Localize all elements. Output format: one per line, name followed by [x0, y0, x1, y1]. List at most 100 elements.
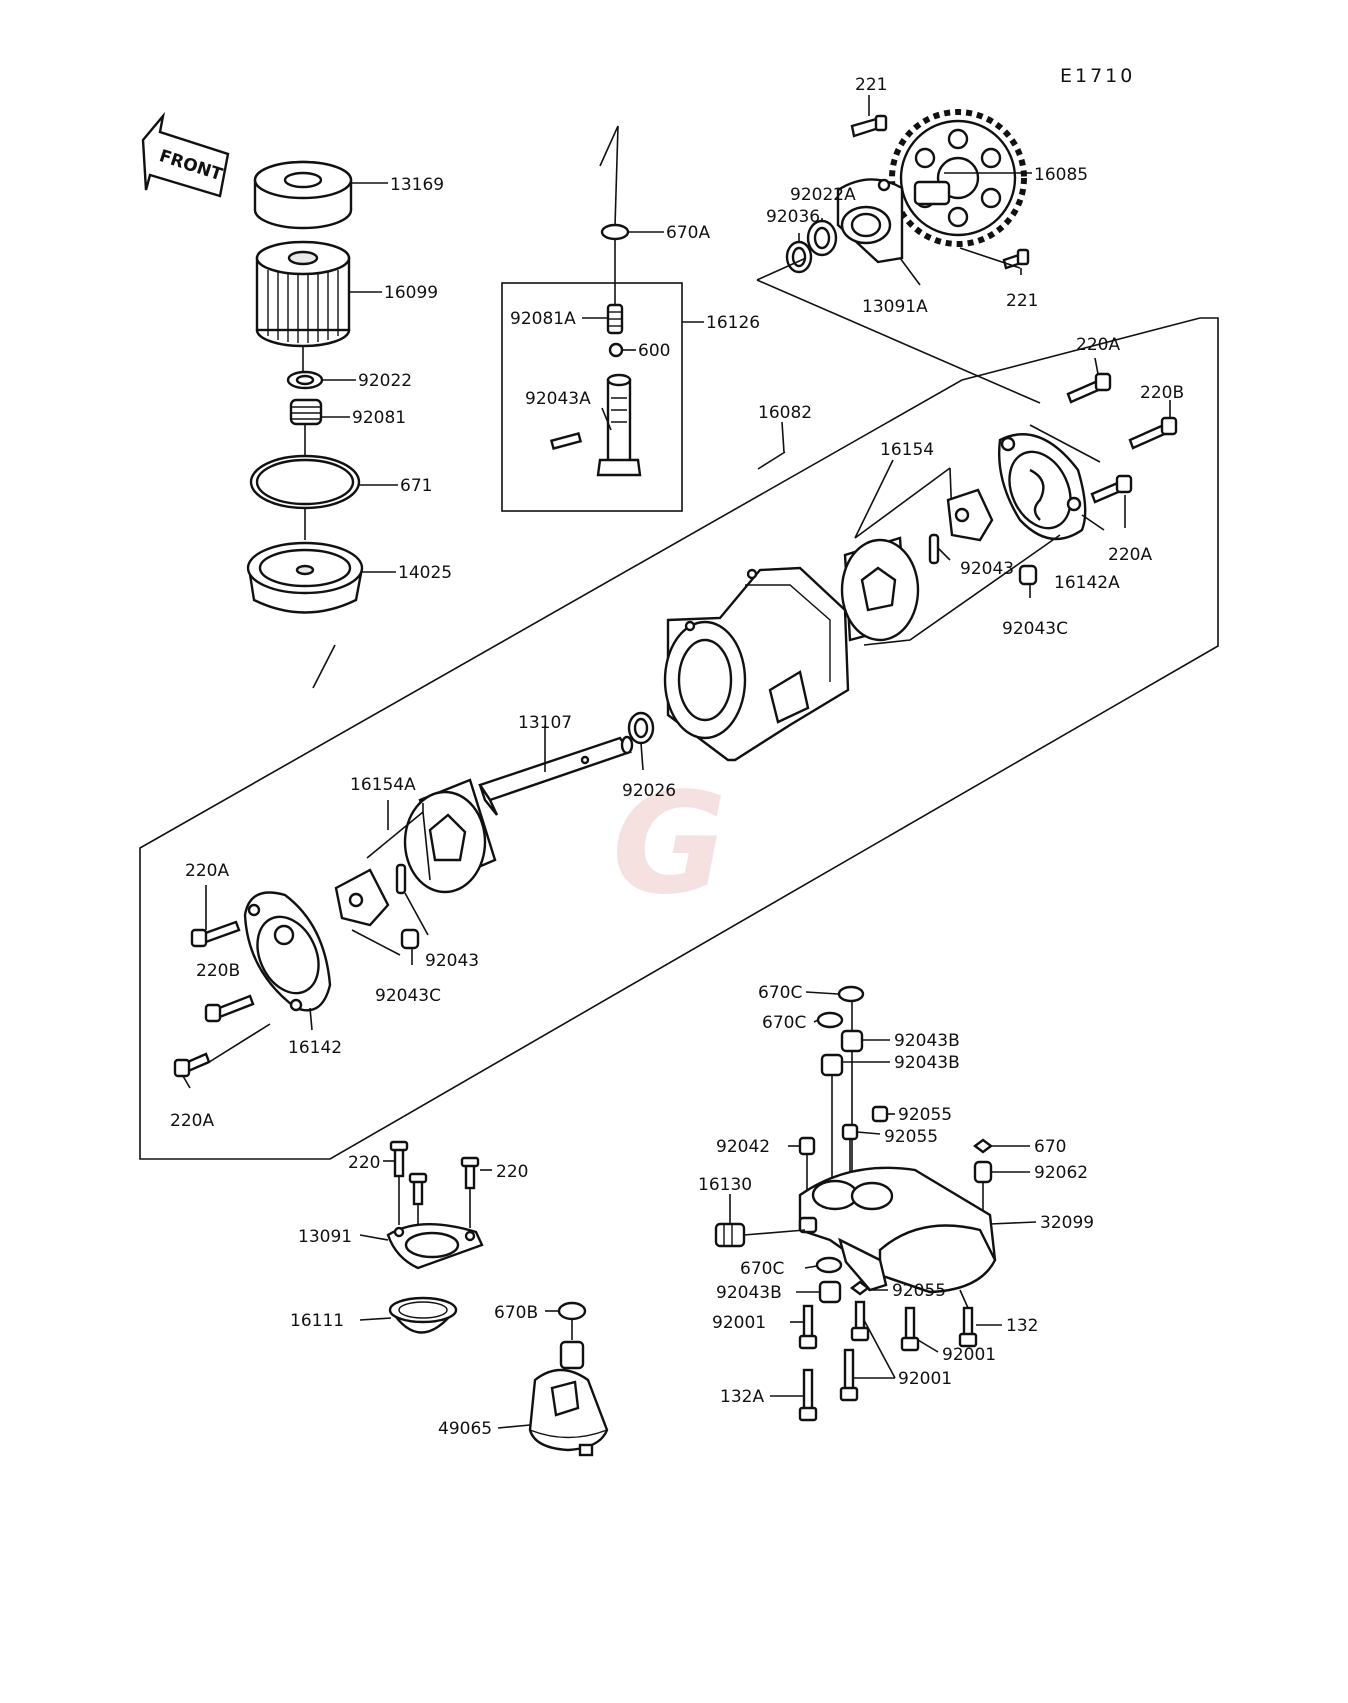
- part-92043-pin-left: [395, 863, 407, 895]
- label-92062: 92062: [1034, 1163, 1088, 1183]
- label-92001-2: 92001: [942, 1345, 996, 1365]
- part-92042-plug: [798, 1136, 816, 1156]
- front-arrow-icon: FRONT: [141, 111, 230, 198]
- part-92043C-dowel-left: [400, 928, 420, 950]
- label-221-bottom: 221: [1006, 291, 1038, 311]
- label-13091: 13091: [298, 1227, 352, 1247]
- label-92043B-3: 92043B: [716, 1283, 782, 1303]
- label-670: 670: [1034, 1137, 1066, 1157]
- part-labels: 13169 16099 92022 92081 671 14025 670A 9…: [170, 75, 1184, 1439]
- label-92043-top: 92043: [960, 559, 1014, 579]
- label-220A-top: 220A: [1076, 335, 1120, 355]
- part-16154-inner-rotor: [946, 488, 994, 542]
- label-13091A: 13091A: [862, 297, 928, 317]
- part-92043-pin-right: [928, 533, 940, 565]
- part-92062-dowel: [973, 1160, 993, 1184]
- label-92022A: 92022A: [790, 185, 856, 205]
- part-49065-oil-pan-fitting: [528, 1340, 609, 1457]
- part-221-screw-bottom: [1002, 248, 1030, 270]
- label-14025: 14025: [398, 563, 452, 583]
- label-600: 600: [638, 341, 670, 361]
- part-132-bolt: [958, 1306, 978, 1348]
- label-92081: 92081: [352, 408, 406, 428]
- part-92081A-spring: [606, 303, 624, 335]
- label-670B: 670B: [494, 1303, 538, 1323]
- svg-text:G: G: [612, 763, 727, 926]
- label-132: 132: [1006, 1316, 1038, 1336]
- part-220-screw-right: [460, 1156, 480, 1190]
- part-220-screw-left: [389, 1140, 409, 1178]
- label-92081A: 92081A: [510, 309, 576, 329]
- label-670C-2: 670C: [762, 1013, 806, 1033]
- part-670-ring: [973, 1138, 993, 1154]
- label-670C-3: 670C: [740, 1259, 784, 1279]
- part-670C-ring-3: [815, 1256, 843, 1274]
- part-92043B-dowel-3: [818, 1280, 842, 1304]
- label-16082: 16082: [758, 403, 812, 423]
- part-13091-strainer-bracket: [386, 1223, 484, 1270]
- part-relief-valve-body: [596, 373, 642, 477]
- label-220-right: 220: [496, 1162, 528, 1182]
- part-14025-filter-cover: [246, 541, 364, 614]
- part-670C-ring-1: [837, 985, 865, 1003]
- part-220A-bolt-right: [1090, 474, 1133, 504]
- watermark-logo: G: [612, 763, 727, 926]
- part-600-ball: [608, 342, 624, 358]
- label-92043B-1: 92043B: [894, 1031, 960, 1051]
- part-221-screw-top: [850, 95, 888, 138]
- group-16082-outline: [139, 317, 1219, 1160]
- label-13169: 13169: [390, 175, 444, 195]
- part-92026-washer: [627, 711, 655, 745]
- label-92026: 92026: [622, 781, 676, 801]
- label-92042: 92042: [716, 1137, 770, 1157]
- label-32099: 32099: [1040, 1213, 1094, 1233]
- label-16126: 16126: [706, 313, 760, 333]
- label-92001-3: 92001: [898, 1369, 952, 1389]
- part-16111-strainer: [388, 1296, 458, 1334]
- label-16142A: 16142A: [1054, 573, 1120, 593]
- part-13091A-bracket: [836, 178, 904, 264]
- label-16099: 16099: [384, 283, 438, 303]
- label-220A-bottom: 220A: [170, 1111, 214, 1131]
- diagram-code: E1710: [1060, 65, 1135, 87]
- label-92043C-left: 92043C: [375, 986, 441, 1006]
- label-16085: 16085: [1034, 165, 1088, 185]
- part-670B-ring: [557, 1301, 587, 1321]
- part-16142-cover: [243, 891, 332, 1012]
- part-16099-oil-filter: [255, 240, 351, 348]
- label-16154: 16154: [880, 440, 934, 460]
- part-92001-bolt-1: [798, 1304, 818, 1350]
- label-220A-right: 220A: [1108, 545, 1152, 565]
- part-92001-bolt-3: [900, 1306, 920, 1352]
- part-132A-bolt: [798, 1368, 818, 1422]
- part-92043A-pin: [549, 432, 583, 450]
- part-pump-body: [663, 566, 850, 762]
- part-16154A-rotor: [403, 778, 497, 894]
- part-92022A-washer: [806, 219, 838, 257]
- label-670C-1: 670C: [758, 983, 802, 1003]
- part-92036-seal: [785, 240, 813, 274]
- part-670C-ring-2: [816, 1011, 844, 1029]
- part-220-screw-mid: [408, 1172, 428, 1206]
- part-92001-bolt-2: [850, 1300, 870, 1342]
- part-13107-shaft: [478, 735, 634, 816]
- label-670A: 670A: [666, 223, 710, 243]
- part-92055-plug-1: [871, 1105, 889, 1123]
- label-92055-1: 92055: [898, 1105, 952, 1125]
- part-92055-plug-2: [841, 1123, 859, 1141]
- label-16130: 16130: [698, 1175, 752, 1195]
- label-92055-3: 92055: [892, 1281, 946, 1301]
- part-16130-fitting: [714, 1222, 746, 1248]
- part-220A-bolt-top: [1066, 372, 1112, 404]
- label-16111: 16111: [290, 1311, 344, 1331]
- part-16154A-inner-rotor: [334, 868, 390, 927]
- part-16154-rotor: [840, 536, 920, 642]
- label-92043B-2: 92043B: [894, 1053, 960, 1073]
- label-92043-left: 92043: [425, 951, 479, 971]
- label-92043A: 92043A: [525, 389, 591, 409]
- label-221-top: 221: [855, 75, 887, 95]
- part-32099-cover: [798, 1166, 997, 1294]
- label-220B-top: 220B: [1140, 383, 1184, 403]
- part-670A-ring: [600, 223, 630, 241]
